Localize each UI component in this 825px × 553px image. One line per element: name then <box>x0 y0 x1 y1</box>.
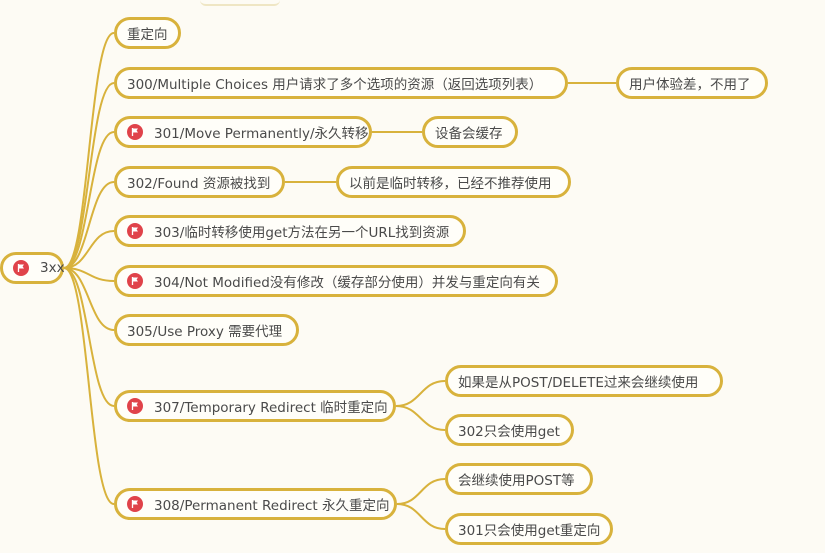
edge-root-to-branch-2 <box>63 131 115 269</box>
branch-node-2[interactable]: 301/Move Permanently/永久转移 <box>114 116 372 148</box>
child-node-1-0[interactable]: 用户体验差，不用了 <box>616 67 768 99</box>
edge-root-to-branch-6 <box>63 267 115 331</box>
top-stub-decoration <box>200 0 280 6</box>
branch-node-5[interactable]: 304/Not Modified没有修改（缓存部分使用）并发与重定向有关 <box>114 265 558 297</box>
child-node-8-0-label: 会继续使用POST等 <box>458 473 575 489</box>
flag-icon <box>127 273 143 289</box>
child-node-1-0-label: 用户体验差，不用了 <box>629 77 751 93</box>
branch-node-8[interactable]: 308/Permanent Redirect 永久重定向 <box>114 488 397 520</box>
edge-branch-7-to-child-0 <box>395 380 446 407</box>
child-node-7-1-label: 302只会使用get <box>458 424 560 440</box>
child-node-8-1-label: 301只会使用get重定向 <box>458 523 601 539</box>
root-node-3xx[interactable]: 3xx <box>0 252 65 284</box>
child-node-3-0[interactable]: 以前是临时转移，已经不推荐使用 <box>336 166 571 198</box>
branch-node-6-label: 305/Use Proxy 需要代理 <box>127 324 283 340</box>
flag-icon <box>127 496 143 512</box>
edge-root-to-branch-8 <box>63 267 115 505</box>
edge-root-to-branch-3 <box>63 181 115 269</box>
branch-node-1[interactable]: 300/Multiple Choices 用户请求了多个选项的资源（返回选项列表… <box>114 67 568 99</box>
branch-node-4-label: 303/临时转移使用get方法在另一个URL找到资源 <box>154 225 450 241</box>
branch-node-5-label: 304/Not Modified没有修改（缓存部分使用）并发与重定向有关 <box>154 275 540 291</box>
branch-node-4[interactable]: 303/临时转移使用get方法在另一个URL找到资源 <box>114 215 466 247</box>
flag-icon <box>127 124 143 140</box>
branch-node-3-label: 302/Found 资源被找到 <box>127 176 271 192</box>
child-node-7-0-label: 如果是从POST/DELETE过来会继续使用 <box>458 375 699 391</box>
branch-node-0-label: 重定向 <box>127 27 168 43</box>
branch-node-7-label: 307/Temporary Redirect 临时重定向 <box>154 400 388 416</box>
flag-icon <box>127 223 143 239</box>
root-node-3xx-label: 3xx <box>40 260 65 276</box>
child-node-8-1[interactable]: 301只会使用get重定向 <box>445 513 613 545</box>
child-node-7-0[interactable]: 如果是从POST/DELETE过来会继续使用 <box>445 365 723 397</box>
edge-branch-7-to-child-1 <box>395 405 446 431</box>
child-node-2-0[interactable]: 设备会缓存 <box>422 116 518 148</box>
branch-node-7[interactable]: 307/Temporary Redirect 临时重定向 <box>114 390 396 422</box>
edge-branch-8-to-child-0 <box>396 478 446 505</box>
edge-branch-8-to-child-1 <box>396 503 446 530</box>
child-node-8-0[interactable]: 会继续使用POST等 <box>445 463 593 495</box>
edge-root-to-branch-7 <box>63 267 115 407</box>
branch-node-3[interactable]: 302/Found 资源被找到 <box>114 166 285 198</box>
edge-root-to-branch-4 <box>63 230 115 269</box>
edge-root-to-branch-0 <box>63 32 115 269</box>
edge-root-to-branch-1 <box>63 82 115 269</box>
branch-node-8-label: 308/Permanent Redirect 永久重定向 <box>154 498 390 514</box>
branch-node-2-label: 301/Move Permanently/永久转移 <box>154 126 369 142</box>
branch-node-0[interactable]: 重定向 <box>114 17 181 49</box>
child-node-7-1[interactable]: 302只会使用get <box>445 414 574 446</box>
branch-node-1-label: 300/Multiple Choices 用户请求了多个选项的资源（返回选项列表… <box>127 77 543 93</box>
branch-node-6[interactable]: 305/Use Proxy 需要代理 <box>114 314 299 346</box>
child-node-2-0-label: 设备会缓存 <box>435 126 503 142</box>
flag-icon <box>127 398 143 414</box>
flag-icon <box>13 260 29 276</box>
child-node-3-0-label: 以前是临时转移，已经不推荐使用 <box>349 176 552 192</box>
